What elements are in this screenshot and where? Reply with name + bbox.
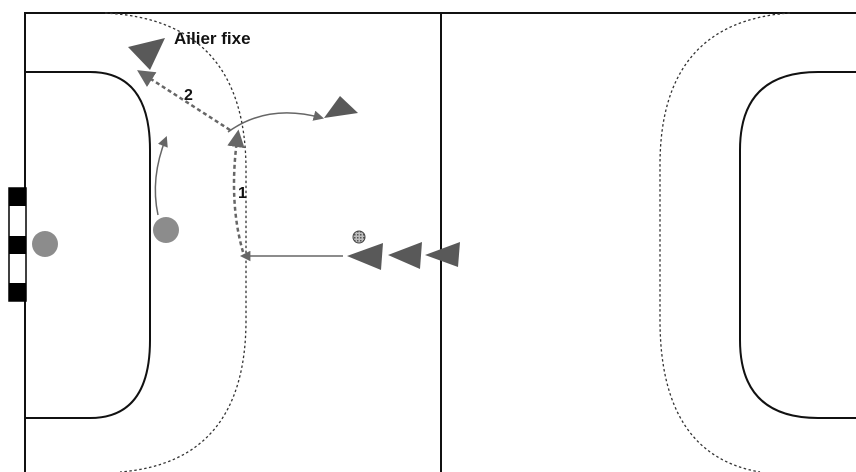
defender-movement-arrow xyxy=(154,136,168,216)
triangle-icon xyxy=(347,243,383,270)
title-label: Ailier fixe xyxy=(174,29,251,48)
step-label-2: 2 xyxy=(184,87,193,104)
curved-run-arrow xyxy=(227,110,325,133)
wing-run-path xyxy=(227,129,245,253)
triangle-icon xyxy=(128,38,165,70)
right-free-throw-line xyxy=(659,12,791,472)
triangle-icon xyxy=(425,242,460,267)
left-goal-area-line xyxy=(25,71,151,419)
left-free-throw-line xyxy=(104,12,247,472)
right-goal-area-line xyxy=(739,71,856,419)
goalkeeper-defender xyxy=(32,231,58,257)
goal-icon xyxy=(8,187,27,302)
ball-icon xyxy=(352,230,366,244)
step-label-1: 1 xyxy=(238,185,247,202)
wing-run-path-2 xyxy=(137,70,231,132)
triangle-icon xyxy=(388,242,422,269)
triangle-icon xyxy=(324,96,358,118)
defender-circle xyxy=(153,217,179,243)
